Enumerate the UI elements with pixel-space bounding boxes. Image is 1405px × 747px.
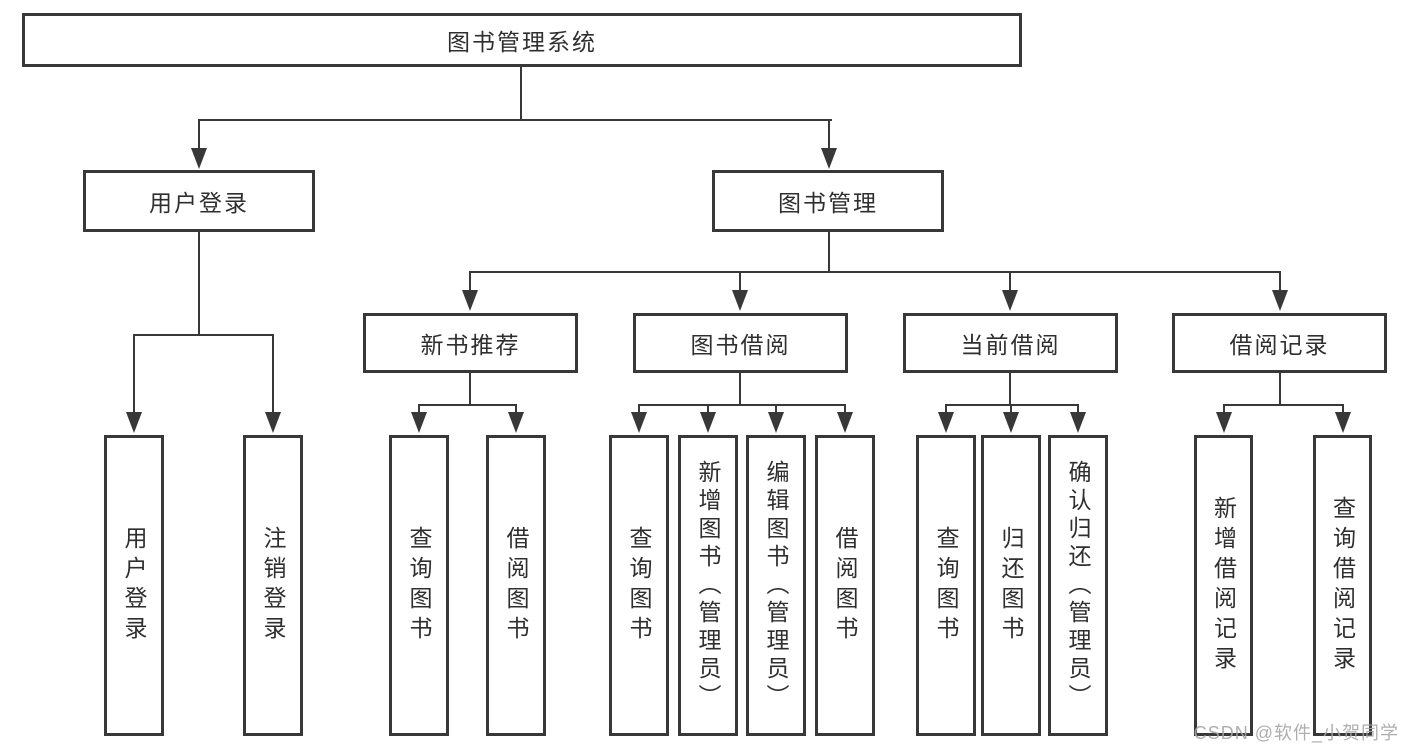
node-current-borrow: 当前借阅 (903, 313, 1118, 373)
connector-line (520, 67, 522, 121)
connector-line (198, 119, 832, 121)
arrowhead-icon (821, 148, 837, 169)
arrowhead-icon (732, 290, 748, 311)
arrowhead-icon (462, 290, 478, 311)
arrowhead-icon (938, 412, 954, 433)
connector-line (1279, 271, 1281, 291)
node-library-management-system: 图书管理系统 (22, 13, 1022, 67)
arrowhead-icon (508, 412, 524, 433)
node-book-borrow: 图书借阅 (633, 313, 848, 373)
arrowhead-icon (1070, 412, 1086, 433)
connector-line (1223, 404, 1225, 414)
arrowhead-icon (1216, 412, 1232, 433)
arrowhead-icon (1003, 412, 1019, 433)
leaf-borrow-books-newbooks: 借阅图书 (486, 435, 546, 736)
node-book-management: 图书管理 (712, 170, 944, 232)
arrowhead-icon (191, 148, 207, 169)
arrowhead-icon (1335, 412, 1351, 433)
connector-line (515, 404, 517, 414)
arrowhead-icon (700, 412, 716, 433)
connector-line (828, 232, 830, 273)
arrowhead-icon (126, 412, 142, 433)
connector-line (469, 271, 471, 291)
arrowhead-icon (411, 412, 427, 433)
leaf-add-book-admin: 新增图书（管理员） (678, 435, 738, 736)
connector-line (828, 119, 830, 151)
arrowhead-icon (768, 412, 784, 433)
connector-line (775, 404, 777, 414)
leaf-borrow-books-borrow: 借阅图书 (815, 435, 875, 736)
node-user-login: 用户登录 (83, 170, 315, 232)
leaf-query-books-borrow: 查询图书 (609, 435, 669, 736)
arrowhead-icon (265, 412, 281, 433)
connector-line (1077, 404, 1079, 414)
connector-line (1342, 404, 1344, 414)
connector-line (1009, 271, 1011, 291)
connector-line (198, 119, 200, 151)
connector-line (198, 232, 200, 336)
connector-line (469, 271, 1281, 273)
connector-line (945, 404, 1079, 406)
leaf-user-login: 用户登录 (104, 435, 164, 736)
connector-line (133, 334, 274, 336)
connector-line (1010, 404, 1012, 414)
connector-line (739, 373, 741, 406)
connector-line (844, 404, 846, 414)
connector-line (945, 404, 947, 414)
connector-line (638, 404, 846, 406)
connector-line (1009, 373, 1011, 406)
leaf-add-borrow-record: 新增借阅记录 (1194, 435, 1253, 736)
leaf-query-borrow-record: 查询借阅记录 (1313, 435, 1372, 736)
connector-line (707, 404, 709, 414)
connector-line (133, 334, 135, 413)
connector-line (418, 404, 517, 406)
arrowhead-icon (1002, 290, 1018, 311)
connector-line (638, 404, 640, 414)
arrowhead-icon (837, 412, 853, 433)
leaf-confirm-return-admin: 确认归还（管理员） (1048, 435, 1108, 736)
node-borrow-records: 借阅记录 (1172, 313, 1387, 373)
connector-line (1223, 404, 1344, 406)
csdn-watermark: CSDN @软件_小贺同学 (1193, 723, 1399, 743)
connector-line (418, 404, 420, 414)
leaf-edit-book-admin: 编辑图书（管理员） (746, 435, 806, 736)
connector-line (469, 373, 471, 406)
connector-line (272, 334, 274, 413)
leaf-query-books-newbooks: 查询图书 (389, 435, 449, 736)
leaf-return-book: 归还图书 (981, 435, 1041, 736)
arrowhead-icon (1272, 290, 1288, 311)
leaf-query-books-current: 查询图书 (916, 435, 976, 736)
leaf-logout: 注销登录 (243, 435, 303, 736)
arrowhead-icon (631, 412, 647, 433)
node-new-book-recommend: 新书推荐 (363, 313, 578, 373)
connector-line (1279, 373, 1281, 406)
connector-line (739, 271, 741, 291)
